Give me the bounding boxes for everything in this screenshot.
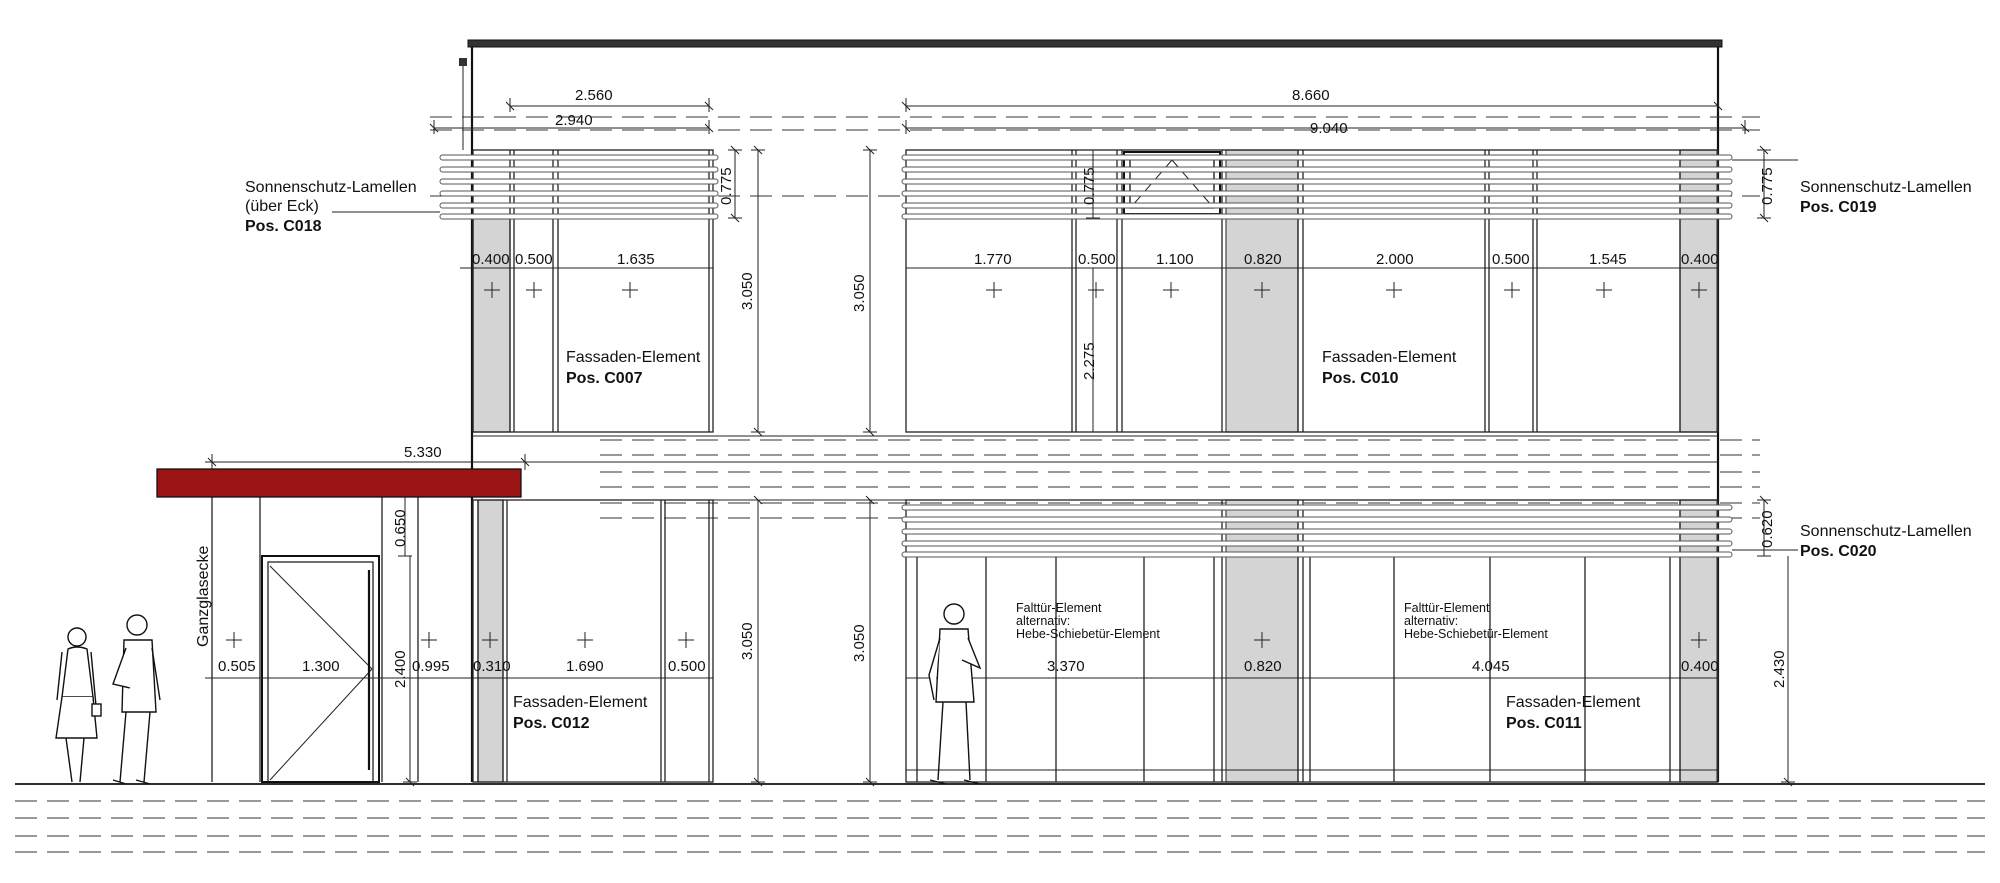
leader-lines [332, 159, 1798, 551]
dim-8660: 8.660 [1292, 87, 1330, 104]
label-falttuer-2-line1: Falttür-Element [1404, 601, 1490, 615]
facade-element-c011 [905, 499, 1719, 783]
dim-2940: 2.940 [555, 112, 593, 129]
dim-1690: 1.690 [566, 658, 604, 675]
label-c012-line1: Fassaden-Element [513, 694, 648, 711]
person-figure-man-right [928, 603, 982, 785]
label-c007-line1: Fassaden-Element [566, 349, 701, 366]
dim-4045: 4.045 [1472, 658, 1510, 675]
sun-louvres-c020 [901, 504, 1733, 558]
entrance-door [261, 555, 380, 783]
dim-2560: 2.560 [575, 87, 613, 104]
label-c011-line1: Fassaden-Element [1506, 694, 1641, 711]
dimension-text-upper-right: 8.660 9.040 0.775 0.775 3.050 2.275 1.77… [851, 87, 1776, 380]
sun-louvres-c019 [901, 154, 1733, 220]
dim-2000: 2.000 [1376, 251, 1414, 268]
label-c018-pos: Pos. C018 [245, 218, 322, 235]
label-ganzglasecke: Ganzglasecke [195, 546, 212, 647]
label-c011-pos: Pos. C011 [1506, 715, 1582, 732]
dim-3050-lower-left: 3.050 [739, 622, 756, 660]
dim-0500-ur-a: 0.500 [1078, 251, 1116, 268]
label-c020-pos: Pos. C020 [1800, 543, 1877, 560]
dim-0820-ur: 0.820 [1244, 251, 1282, 268]
dim-0620: 0.620 [1759, 510, 1776, 548]
label-c007-pos: Pos. C007 [566, 370, 643, 387]
dim-2275: 2.275 [1081, 342, 1098, 380]
label-c018-line1: Sonnenschutz-Lamellen [245, 179, 417, 196]
label-falttuer-1-line3: Hebe-Schiebetür-Element [1016, 627, 1160, 641]
entrance-canopy [156, 468, 522, 782]
person-figure-woman [55, 627, 102, 783]
dim-0775-mid: 0.775 [1081, 167, 1098, 205]
annotation-labels: Sonnenschutz-Lamellen (über Eck) Pos. C0… [195, 179, 1972, 732]
dimension-lines [205, 98, 1795, 787]
label-c010-line1: Fassaden-Element [1322, 349, 1457, 366]
label-falttuer-2-line2: alternativ: [1404, 614, 1458, 628]
label-c019-line1: Sonnenschutz-Lamellen [1800, 179, 1972, 196]
dim-3370: 3.370 [1047, 658, 1085, 675]
dim-1545: 1.545 [1589, 251, 1627, 268]
dim-3050-upper-right: 3.050 [851, 274, 868, 312]
dim-1100: 1.100 [1156, 251, 1194, 268]
dim-0400-ul: 0.400 [472, 251, 510, 268]
dim-0650: 0.650 [392, 509, 409, 547]
dim-9040: 9.040 [1310, 120, 1348, 137]
label-c010-pos: Pos. C010 [1322, 370, 1399, 387]
dimension-text-lower-right: 3.050 0.620 2.430 3.370 0.820 4.045 0.40… [851, 510, 1788, 688]
label-c018-line2: (über Eck) [245, 198, 319, 215]
dimension-text-lower-left: 5.330 0.650 2.400 3.050 0.505 1.300 0.99… [218, 444, 756, 688]
dim-2430: 2.430 [1771, 650, 1788, 688]
label-c012-pos: Pos. C012 [513, 715, 590, 732]
dim-0995: 0.995 [412, 658, 450, 675]
dim-2400: 2.400 [392, 650, 409, 688]
dim-0500-ul: 0.500 [515, 251, 553, 268]
dim-0775-left: 0.775 [718, 167, 735, 205]
label-c019-pos: Pos. C019 [1800, 199, 1877, 216]
dim-5330: 5.330 [404, 444, 442, 461]
dim-0500-ll: 0.500 [668, 658, 706, 675]
dim-1770: 1.770 [974, 251, 1012, 268]
dim-3050-upper-left: 3.050 [739, 272, 756, 310]
dim-1300: 1.300 [302, 658, 340, 675]
dim-0775-right: 0.775 [1759, 167, 1776, 205]
ground-lines [15, 783, 1985, 853]
dim-3050-lower-right: 3.050 [851, 624, 868, 662]
facade-element-c012 [472, 499, 714, 783]
dimension-text-upper-left: 2.560 2.940 0.775 3.050 0.400 0.500 1.63… [472, 87, 756, 310]
dim-1635-ul: 1.635 [617, 251, 655, 268]
label-falttuer-2-line3: Hebe-Schiebetür-Element [1404, 627, 1548, 641]
dim-0310: 0.310 [473, 658, 511, 675]
dim-0505: 0.505 [218, 658, 256, 675]
dim-0400-lr: 0.400 [1681, 658, 1719, 675]
label-falttuer-1-line2: alternativ: [1016, 614, 1070, 628]
dim-0400-ur: 0.400 [1681, 251, 1719, 268]
label-c020-line1: Sonnenschutz-Lamellen [1800, 523, 1972, 540]
sun-louvres-c018 [439, 154, 719, 220]
label-falttuer-1-line1: Falttür-Element [1016, 601, 1102, 615]
dim-0500-ur-b: 0.500 [1492, 251, 1530, 268]
dim-0820-lr: 0.820 [1244, 658, 1282, 675]
person-figure-man-left [112, 614, 161, 785]
center-marks [226, 282, 1707, 648]
